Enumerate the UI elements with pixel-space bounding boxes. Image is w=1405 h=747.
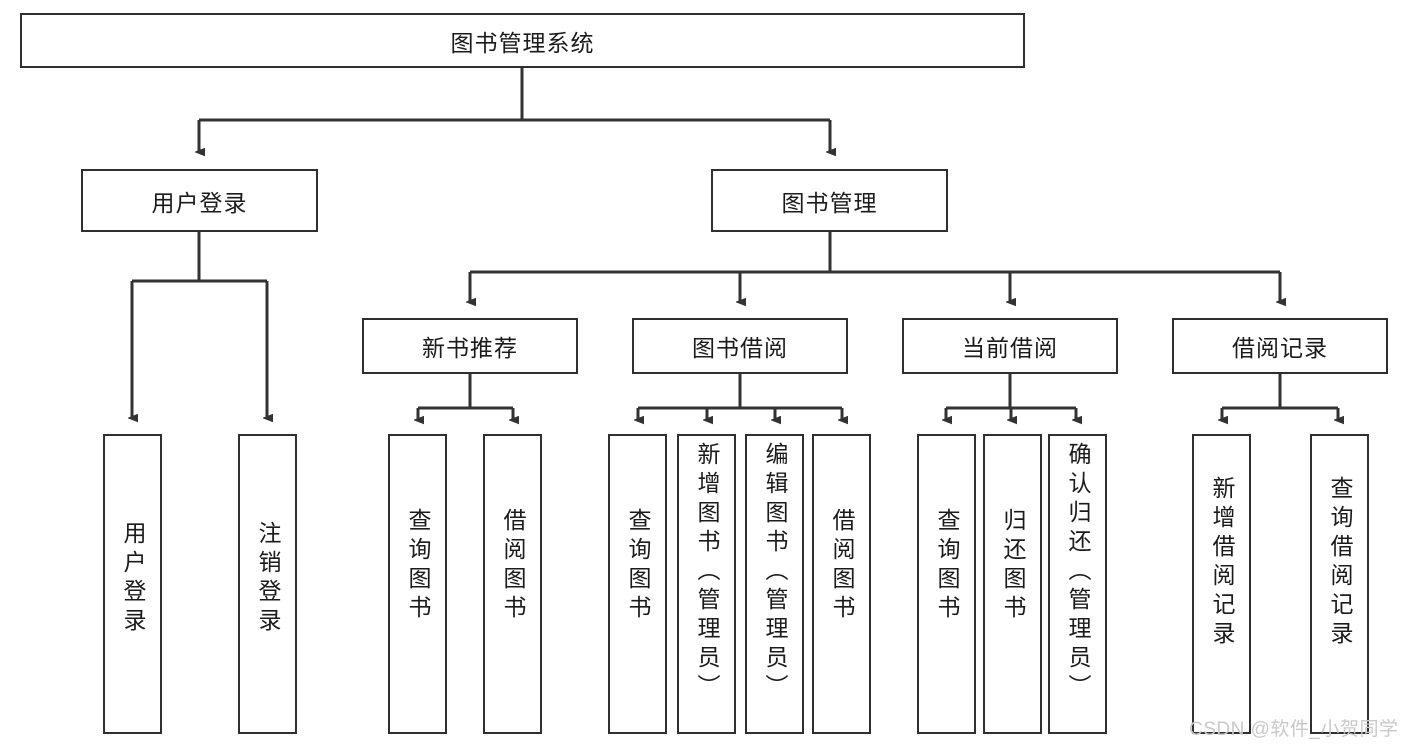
node-label: 当前借阅 — [962, 335, 1058, 361]
node-label: 编辑图书（管理员） — [762, 442, 788, 703]
leaf-borrow-book-recommend[interactable]: 借阅图书 — [483, 434, 542, 734]
node-label: 图书管理 — [781, 189, 878, 216]
node-label: 新增借阅记录 — [1209, 476, 1235, 650]
leaf-borrow-book-borrow[interactable]: 借阅图书 — [812, 434, 871, 734]
node-label: 借阅图书 — [829, 508, 855, 624]
node-label: 新增图书（管理员） — [694, 442, 720, 703]
node-label: 归还图书 — [1000, 508, 1026, 624]
leaf-confirm-return-admin[interactable]: 确认归还（管理员） — [1048, 434, 1107, 734]
node-label: 查询借阅记录 — [1327, 476, 1353, 650]
node-book-management-system[interactable]: 图书管理系统 — [20, 13, 1025, 68]
leaf-query-book-borrow[interactable]: 查询图书 — [608, 434, 667, 734]
node-label: 确认归还（管理员） — [1065, 442, 1091, 703]
leaf-user-login[interactable]: 用户登录 — [103, 434, 162, 734]
node-new-book-recommend[interactable]: 新书推荐 — [362, 318, 578, 374]
node-current-borrow[interactable]: 当前借阅 — [902, 318, 1118, 374]
csdn-watermark: CSDN @软件_小贺同学 — [1189, 714, 1398, 741]
leaf-add-book-admin[interactable]: 新增图书（管理员） — [677, 434, 736, 734]
node-label: 新书推荐 — [422, 335, 518, 361]
leaf-logout-login[interactable]: 注销登录 — [238, 434, 297, 734]
node-label: 查询图书 — [625, 508, 651, 624]
leaf-query-book-recommend[interactable]: 查询图书 — [388, 434, 447, 734]
node-label: 借阅记录 — [1232, 335, 1328, 361]
node-label: 图书管理系统 — [450, 29, 595, 56]
leaf-query-book-current[interactable]: 查询图书 — [917, 434, 976, 734]
node-book-management[interactable]: 图书管理 — [711, 169, 948, 232]
leaf-return-book[interactable]: 归还图书 — [983, 434, 1042, 734]
node-user-login[interactable]: 用户登录 — [81, 169, 318, 232]
leaf-add-borrow-record[interactable]: 新增借阅记录 — [1192, 434, 1251, 734]
leaf-edit-book-admin[interactable]: 编辑图书（管理员） — [745, 434, 804, 734]
node-label: 用户登录 — [120, 521, 146, 637]
watermark-text: CSDN @软件_小贺同学 — [1189, 719, 1399, 740]
node-label: 查询图书 — [405, 508, 431, 624]
node-borrow-record[interactable]: 借阅记录 — [1172, 318, 1388, 374]
node-book-borrow[interactable]: 图书借阅 — [632, 318, 848, 374]
node-label: 用户登录 — [151, 189, 248, 216]
leaf-query-borrow-record[interactable]: 查询借阅记录 — [1310, 434, 1369, 734]
node-label: 注销登录 — [255, 521, 281, 637]
node-label: 借阅图书 — [500, 508, 526, 624]
node-label: 查询图书 — [934, 508, 960, 624]
node-label: 图书借阅 — [692, 335, 788, 361]
